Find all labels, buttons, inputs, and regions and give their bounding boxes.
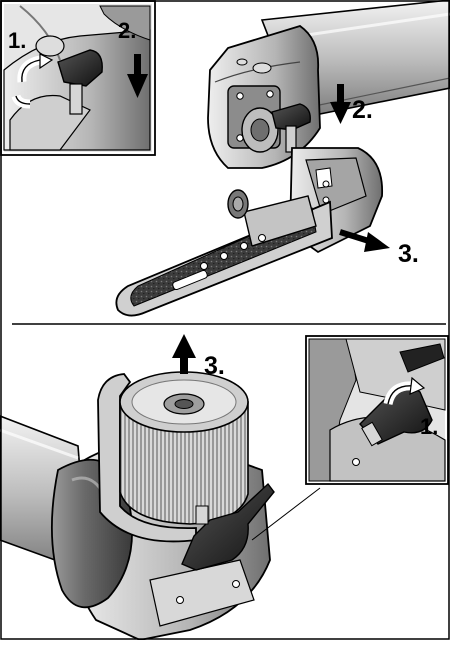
brush-wheel <box>119 371 249 525</box>
arrow-pull-icon <box>339 229 390 252</box>
bottom-inset-step-1-label: 1. <box>420 414 438 439</box>
arrow-down-icon <box>330 84 351 124</box>
inset-step-1-label: 1. <box>8 28 26 53</box>
detail-inset-bottom <box>305 335 449 485</box>
detail-inset-top <box>0 0 156 156</box>
bottom-step-3-label: 3. <box>204 352 225 380</box>
bottom-panel: 3. 1. <box>0 334 449 641</box>
locking-lever <box>271 103 311 153</box>
arrow-up-icon <box>172 334 196 374</box>
callout-line <box>251 487 321 541</box>
top-panel: 2. 3. 1. <box>0 0 450 317</box>
step-2-label: 2. <box>352 96 373 124</box>
wheel-guard <box>97 373 197 543</box>
step-3-label: 3. <box>398 240 419 268</box>
spindle-flange <box>241 107 279 153</box>
inset-step-2-label: 2. <box>118 18 136 43</box>
locking-lever-bottom <box>181 482 275 571</box>
belt-attachment <box>115 147 383 317</box>
